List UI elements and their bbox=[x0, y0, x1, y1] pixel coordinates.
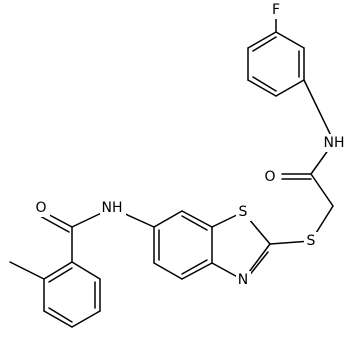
bond bbox=[39, 215, 70, 233]
bond bbox=[153, 210, 183, 228]
bond bbox=[303, 79, 335, 143]
bond bbox=[252, 36, 277, 52]
bond bbox=[48, 307, 73, 323]
ring-sulfur-label: S bbox=[239, 204, 248, 220]
bond bbox=[71, 310, 101, 328]
bond bbox=[275, 79, 305, 97]
bond bbox=[252, 76, 277, 92]
bond bbox=[181, 262, 213, 280]
bond bbox=[247, 251, 269, 278]
bond bbox=[181, 215, 208, 231]
bond bbox=[181, 210, 213, 228]
amide-oxygen-left-label: O bbox=[35, 200, 46, 216]
bond bbox=[153, 262, 183, 280]
amide-nh-right-label: NH bbox=[324, 135, 345, 151]
bond bbox=[247, 31, 277, 49]
thiazole-nitrogen-label: N bbox=[238, 272, 248, 288]
bond bbox=[43, 261, 73, 280]
amide-oxygen-right-label: O bbox=[264, 169, 275, 185]
bond bbox=[43, 310, 73, 328]
bond bbox=[310, 173, 334, 207]
bond bbox=[48, 267, 73, 283]
bond bbox=[247, 79, 277, 97]
thioether-sulfur-label: S bbox=[307, 233, 316, 249]
bond bbox=[9, 261, 45, 280]
bond-layer bbox=[9, 9, 335, 328]
fluorine-atom-label: F bbox=[272, 2, 280, 18]
bond bbox=[181, 259, 208, 275]
amide-nh-left-label: NH bbox=[102, 200, 123, 216]
atom-label-layer: F NH O S S N NH O bbox=[32, 1, 348, 289]
bond bbox=[275, 31, 305, 49]
bond bbox=[71, 261, 101, 280]
